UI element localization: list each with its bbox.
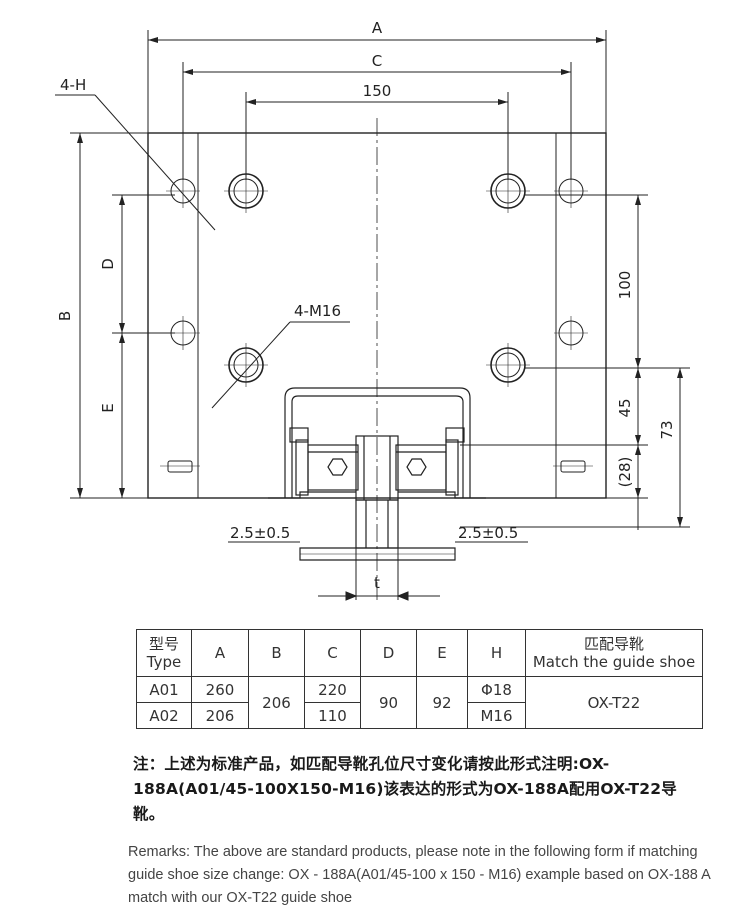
header-type-en: Type — [146, 653, 182, 671]
guide-rail-base — [299, 547, 456, 561]
hole-h-mid-right — [554, 316, 588, 350]
hole-h-top-right — [554, 174, 588, 208]
label-dim-a: A — [372, 19, 383, 37]
guide-shoe-assembly — [268, 387, 486, 561]
table-row: A02 206 110 M16 — [136, 702, 703, 729]
label-4h: 4-H — [60, 76, 86, 94]
hole-m16-top-left — [224, 169, 268, 213]
cell-h: Φ18 — [467, 676, 526, 703]
header-match-cn: 匹配导靴 — [583, 635, 644, 653]
header-c: C — [304, 629, 361, 677]
hole-m16-bottom-right — [486, 343, 530, 387]
label-dim-100: 100 — [616, 271, 634, 300]
label-dim-45: 45 — [616, 398, 634, 417]
cell-type: A02 — [136, 702, 192, 729]
header-b: B — [248, 629, 305, 677]
label-clearance-right: 2.5±0.5 — [458, 524, 518, 542]
note-chinese: 注：上述为标准产品，如匹配导靴孔位尺寸变化请按此形式注明:OX-188A(A01… — [133, 755, 677, 823]
label-dim-t: t — [374, 574, 380, 592]
header-d: D — [360, 629, 417, 677]
header-match: 匹配导靴 Match the guide shoe — [525, 629, 703, 677]
label-clearance-left: 2.5±0.5 — [230, 524, 290, 542]
spec-table: 型号 Type A B C D E H 匹配导靴 Match the guide… — [136, 629, 703, 729]
cell-a: 260 — [191, 676, 249, 703]
header-type: 型号 Type — [136, 629, 192, 677]
header-h: H — [467, 629, 526, 677]
cell-d-shared: 90 — [360, 676, 417, 729]
technical-drawing: A C 150 B D E 100 45 73 (28) 4-H 4-M16 2… — [55, 19, 690, 601]
cell-e-shared: 92 — [416, 676, 468, 729]
cell-type: A01 — [136, 676, 192, 703]
hole-m16-top-right — [486, 169, 530, 213]
hole-h-mid-left — [166, 316, 200, 350]
label-dim-150: 150 — [363, 82, 392, 100]
slot-left — [160, 460, 200, 473]
table-row: A01 260 206 220 90 92 Φ18 OX-T22 — [136, 676, 703, 729]
note-english: Remarks: The above are standard products… — [128, 844, 710, 906]
label-dim-e: E — [99, 403, 117, 412]
cell-a: 206 — [191, 702, 249, 729]
label-dim-b: B — [56, 311, 74, 321]
label-4m16: 4-M16 — [294, 302, 341, 320]
header-a: A — [191, 629, 249, 677]
label-dim-d: D — [99, 258, 117, 270]
slot-right — [553, 460, 593, 473]
cell-match-shared: OX-T22 — [525, 676, 703, 729]
hole-h-top-left — [166, 174, 200, 208]
label-dim-c: C — [372, 52, 382, 70]
header-type-cn: 型号 — [148, 635, 179, 653]
cell-b-shared: 206 — [248, 676, 305, 729]
header-e: E — [416, 629, 468, 677]
header-match-en: Match the guide shoe — [532, 653, 696, 671]
cell-c: 220 — [304, 676, 361, 703]
cell-c: 110 — [304, 702, 361, 729]
label-dim-73: 73 — [658, 420, 676, 439]
hole-m16-bottom-left — [224, 343, 268, 387]
label-dim-28: (28) — [616, 457, 634, 488]
cell-h: M16 — [467, 702, 526, 729]
